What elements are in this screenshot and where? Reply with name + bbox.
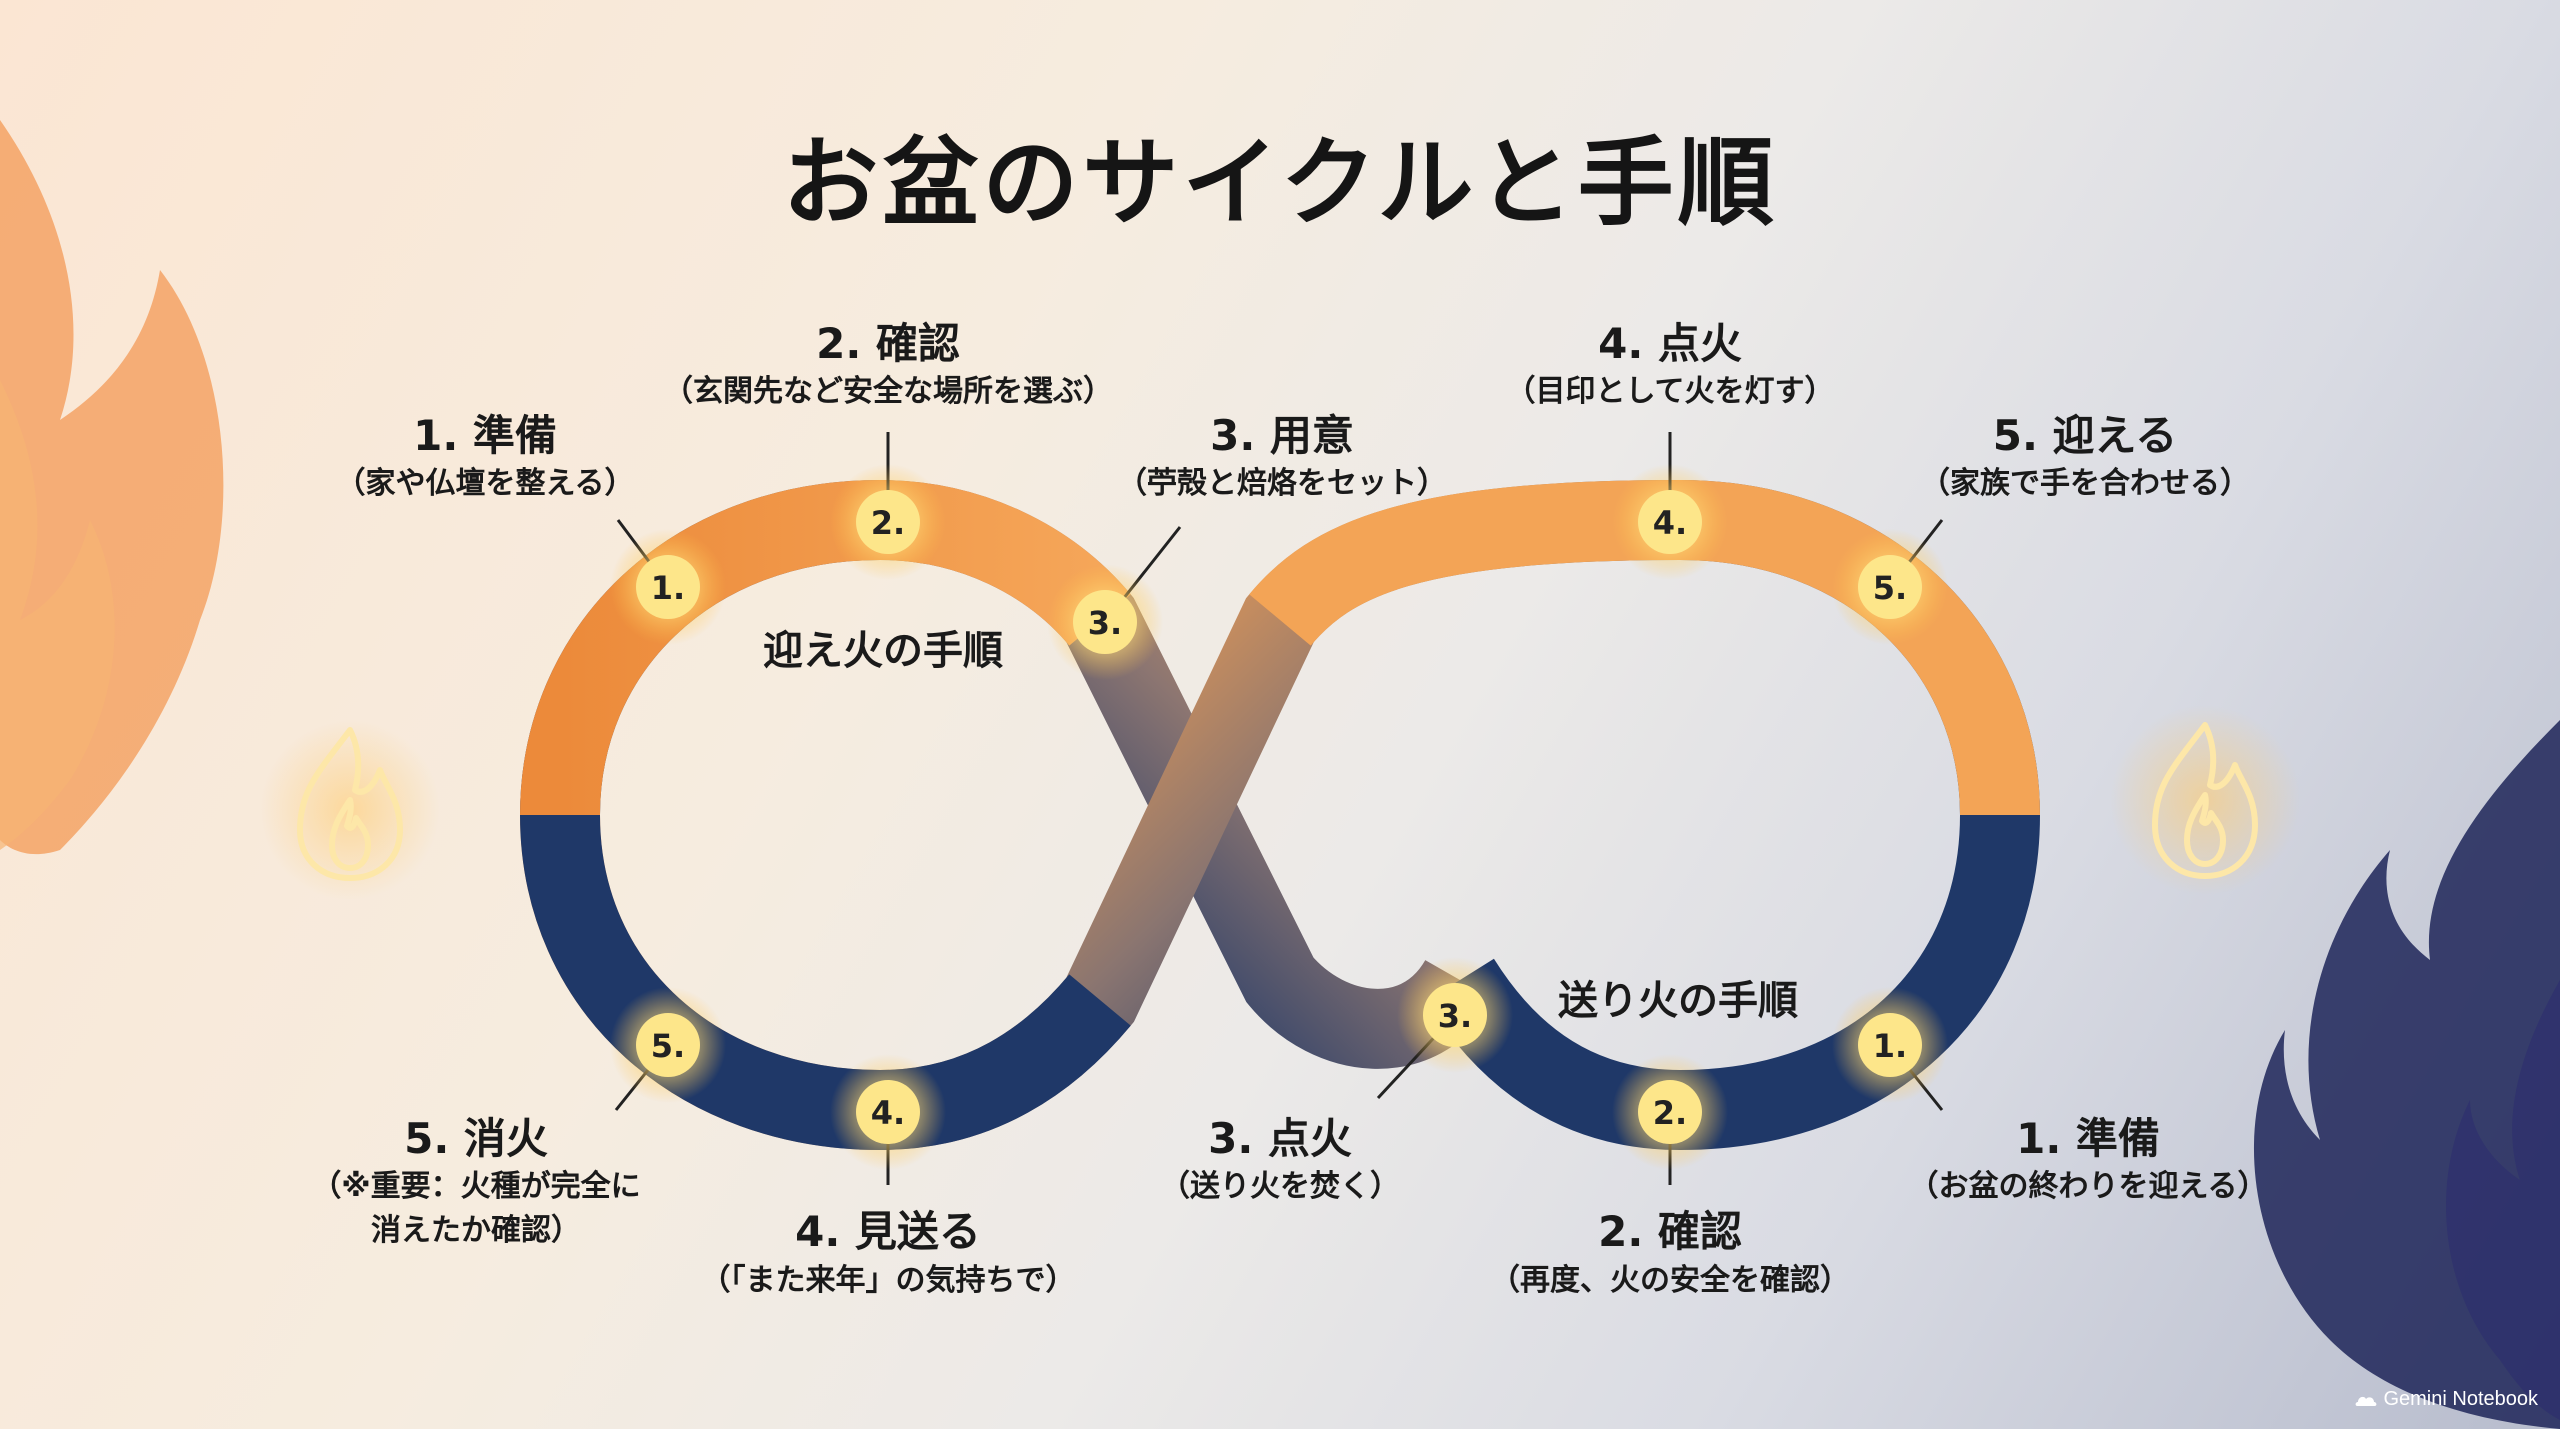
- okuribi-node-4: [856, 1080, 920, 1144]
- mukaebi-step2-title: 2. 確認: [816, 319, 960, 368]
- okuribi-step5-desc-line2: 消えたか確認）: [371, 1213, 581, 1248]
- okuribi-step2-title: 2. 確認: [1598, 1207, 1742, 1256]
- mukaebi-node-number-3: 3.: [1088, 604, 1122, 642]
- okuribi-node-number-2: 2.: [1653, 1094, 1687, 1132]
- okuribi-node-5: [636, 1013, 700, 1077]
- flame-icon: [0, 380, 115, 850]
- page-title: お盆のサイクルと手順: [782, 126, 1778, 239]
- mukaebi-step3-desc: （苧殻と焙烙をセット）: [1117, 466, 1447, 501]
- mukaebi-step5-title: 5. 迎える: [1992, 411, 2178, 460]
- flame-outline-icon: [297, 727, 403, 881]
- okuribi-step1-title: 1. 準備: [2016, 1114, 2160, 1163]
- mukaebi-node-number-2: 2.: [871, 504, 905, 542]
- watermark: Gemini Notebook: [2355, 1388, 2538, 1411]
- okuribi-node-number-4: 4.: [871, 1094, 905, 1132]
- mukaebi-node-1: [636, 555, 700, 619]
- mukaebi-step2-desc: （玄関先など安全な場所を選ぶ）: [663, 374, 1113, 409]
- mukaebi-node-number-1: 1.: [651, 569, 685, 607]
- okuribi-label: 送り火の手順: [1558, 978, 1798, 1024]
- okuribi-node-number-1: 1.: [1873, 1027, 1907, 1065]
- okuribi-step4-desc: （「また来年」の気持ちで）: [700, 1263, 1076, 1298]
- mukaebi-step1-title: 1. 準備: [413, 411, 557, 460]
- mukaebi-step4-desc: （目印として火を灯す）: [1505, 374, 1835, 409]
- mukaebi-node-5: [1858, 555, 1922, 619]
- okuribi-step5-desc-line1: （※重要：火種が完全に: [311, 1169, 641, 1204]
- watermark-text: Gemini Notebook: [2383, 1388, 2538, 1410]
- okuribi-node-2: [1638, 1080, 1702, 1144]
- okuribi-step3-title: 3. 点火: [1208, 1114, 1352, 1163]
- okuribi-step5-title: 5. 消火: [404, 1114, 548, 1163]
- mukaebi-step5-desc: （家族で手を合わせる）: [1920, 466, 2250, 501]
- mukaebi-step4-title: 4. 点火: [1598, 319, 1742, 368]
- cloud-icon: [2356, 1396, 2377, 1406]
- okuribi-node-number-5: 5.: [651, 1027, 685, 1065]
- mukaebi-node-number-5: 5.: [1873, 569, 1907, 607]
- flame-icon: [2446, 980, 2560, 1420]
- mukaebi-node-4: [1638, 490, 1702, 554]
- flame-outline-icon: [2152, 722, 2258, 879]
- okuribi-node-3: [1423, 983, 1487, 1047]
- mukaebi-step1-desc: （家や仏壇を整える）: [335, 466, 635, 501]
- mukaebi-node-3: [1073, 590, 1137, 654]
- okuribi-node-number-3: 3.: [1438, 997, 1472, 1035]
- mukaebi-step3-title: 3. 用意: [1210, 411, 1354, 460]
- okuribi-step2-desc: （再度、火の安全を確認）: [1490, 1263, 1850, 1298]
- okuribi-step3-desc: （送り火を焚く）: [1160, 1169, 1400, 1204]
- okuribi-step4-title: 4. 見送る: [795, 1207, 981, 1256]
- mukaebi-node-2: [856, 490, 920, 554]
- mukaebi-label: 迎え火の手順: [763, 628, 1003, 674]
- okuribi-step1-desc: （お盆の終わりを迎える）: [1908, 1169, 2268, 1204]
- okuribi-node-1: [1858, 1013, 1922, 1077]
- mukaebi-node-number-4: 4.: [1653, 504, 1687, 542]
